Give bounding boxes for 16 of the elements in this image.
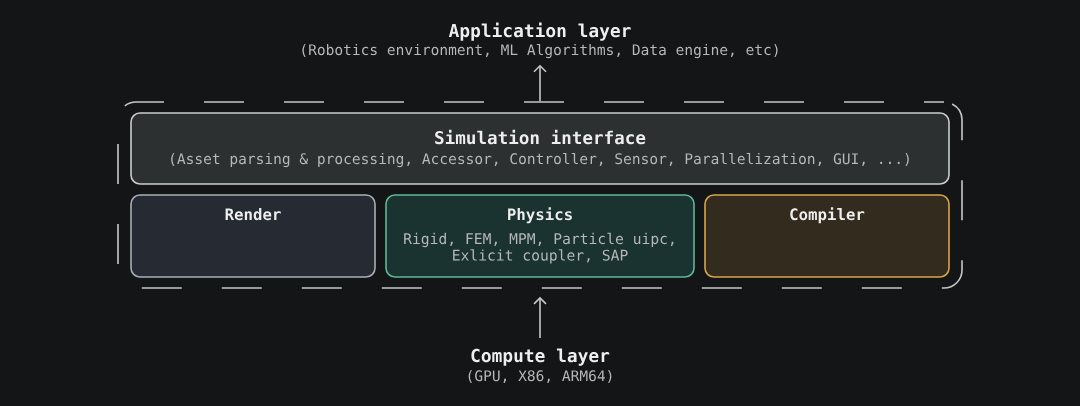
- box-heading: Simulation interface: [435, 129, 646, 145]
- module-box: [704, 194, 950, 278]
- box-heading: Physics: [508, 207, 572, 224]
- arrow: [533, 64, 547, 102]
- layer-title: Application layer: [448, 22, 631, 41]
- layer-subtitle: (Robotics environment, ML Algorithms, Data engine, etc): [302, 43, 778, 59]
- box-text: Rigid, FEM, MPM, Particle uipc, Exlicit coupler, SAP: [404, 232, 674, 264]
- layer-subtitle: (GPU, X86, ARM64): [468, 369, 612, 384]
- box-text: (Asset parsing & processing, Accessor, Controller, Sensor, Parallelization, GUI, ...): [171, 152, 909, 168]
- module-box: [130, 194, 376, 278]
- interface-box: [130, 112, 950, 185]
- box-heading: Render: [225, 208, 281, 221]
- box-heading: Compiler: [790, 207, 865, 224]
- arrow: [533, 296, 547, 339]
- layer-title: Compute layer: [471, 348, 610, 366]
- module-box: [385, 194, 695, 278]
